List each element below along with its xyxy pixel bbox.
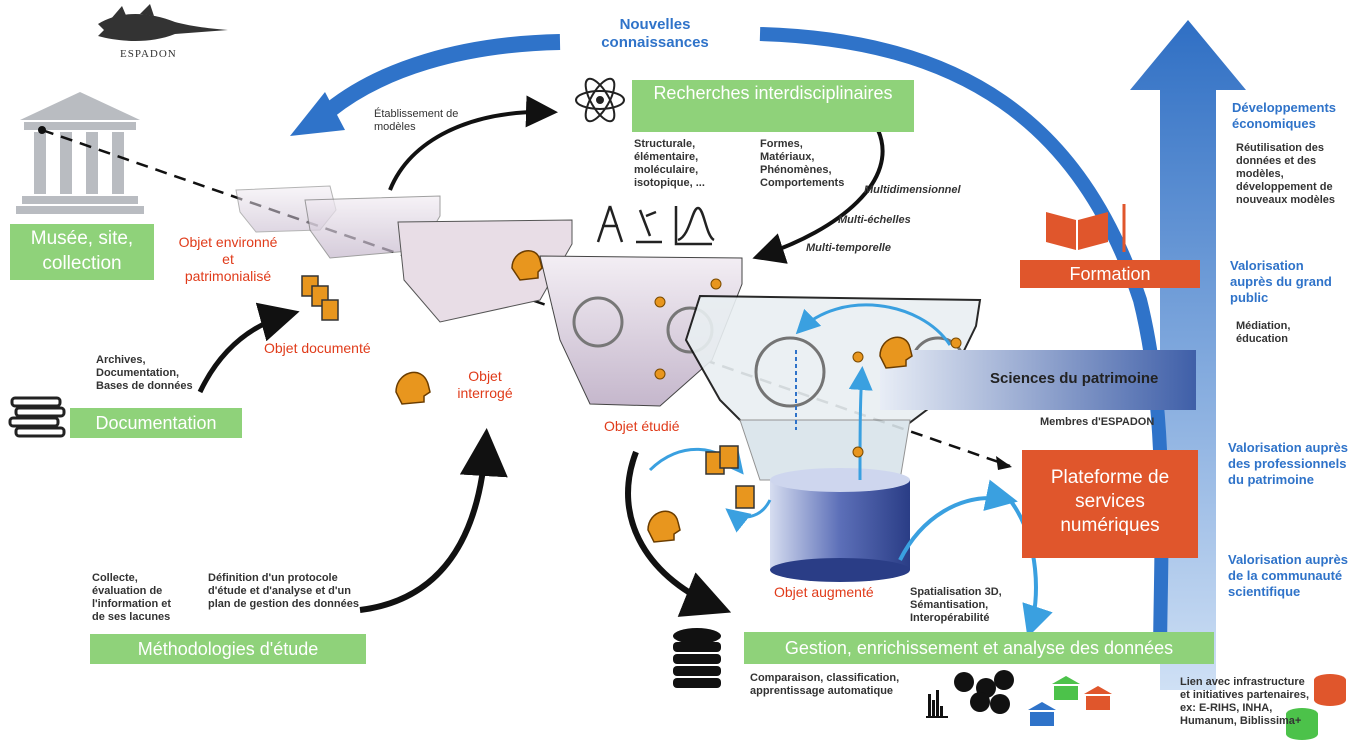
mediation-note: Médiation, éducation <box>1236 320 1291 345</box>
musee-box: Musée, site, collection <box>10 224 154 280</box>
atom-icon <box>575 77 625 123</box>
etablissement-note: Établissement de modèles <box>374 108 459 133</box>
head-icon-3 <box>879 336 913 369</box>
multiechelles-note: Multi-échelles <box>838 214 911 226</box>
partner-db-icons <box>1286 674 1346 740</box>
definition-note: Définition d'un protocole d'étude et d'a… <box>208 572 359 610</box>
reutil-note: Réutilisation des données et des modèles… <box>1236 142 1336 206</box>
multitemp-note: Multi-temporelle <box>806 242 891 254</box>
sciences-bar <box>880 350 1196 410</box>
sciences-label: Sciences du patrimoine <box>990 370 1159 387</box>
head-icon-1 <box>511 250 543 281</box>
open-book-icon <box>1046 204 1126 252</box>
museum-icon <box>16 92 144 214</box>
knowledge-arc <box>325 34 561 117</box>
objet-etudie-label: Objet étudié <box>604 418 680 434</box>
grand-public-label: Valorisation auprès du grand public <box>1230 258 1332 305</box>
science-tools-icon <box>596 205 715 246</box>
structurale-note: Structurale, élémentaire, moléculaire, i… <box>634 138 705 189</box>
spatialisation-note: Spatialisation 3D, Sémantisation, Intero… <box>910 586 1002 624</box>
capital-3 <box>397 219 573 323</box>
lien-note: Lien avec infrastructure et initiatives … <box>1180 676 1309 727</box>
communaute-label: Valorisation auprès de la communauté sci… <box>1228 552 1348 599</box>
objet-augmente-label: Objet augmenté <box>774 584 874 600</box>
documentation-box: Documentation <box>70 408 242 438</box>
books-icon <box>8 396 66 438</box>
head-icon-4 <box>647 510 681 543</box>
network-heads-icon <box>954 670 1014 714</box>
objet-environne-label: Objet environné et patrimonialisé <box>178 234 278 284</box>
formes-note: Formes, Matériaux, Phénomènes, Comportem… <box>760 138 845 189</box>
bar-chart-icon <box>926 690 948 718</box>
membres-label: Membres d'ESPADON <box>1040 416 1155 428</box>
methodologies-box: Méthodologies d'étude <box>90 634 366 664</box>
formation-box: Formation <box>1020 260 1200 288</box>
data-cylinder <box>770 468 910 582</box>
capital-4 <box>539 255 743 407</box>
head-icon-2 <box>395 371 431 405</box>
recherches-box: Recherches interdisciplinaires <box>632 80 914 132</box>
swordfish-logo <box>98 4 228 41</box>
plateforme-box: Plateforme de services numériques <box>1022 450 1198 558</box>
institution-icons <box>1028 676 1112 726</box>
multidim-note: Multidimensionnel <box>864 184 961 196</box>
logo-label: ESPADON <box>120 48 177 60</box>
comparaison-note: Comparaison, classification, apprentissa… <box>750 672 900 697</box>
database-icon <box>673 628 721 688</box>
dev-label: Développements économiques <box>1232 100 1337 131</box>
archives-note: Archives, Documentation, Bases de donnée… <box>96 354 193 392</box>
nouvelles-connaissances-label: Nouvelles connaissances <box>601 16 709 51</box>
objet-interroge-label: Objet interrogé <box>457 368 513 401</box>
gestion-box: Gestion, enrichissement et analyse des d… <box>744 632 1214 664</box>
collecte-note: Collecte, évaluation de l'information et… <box>92 572 172 623</box>
professionnels-label: Valorisation auprès des professionnels d… <box>1228 440 1348 487</box>
objet-documente-label: Objet documenté <box>264 340 371 356</box>
